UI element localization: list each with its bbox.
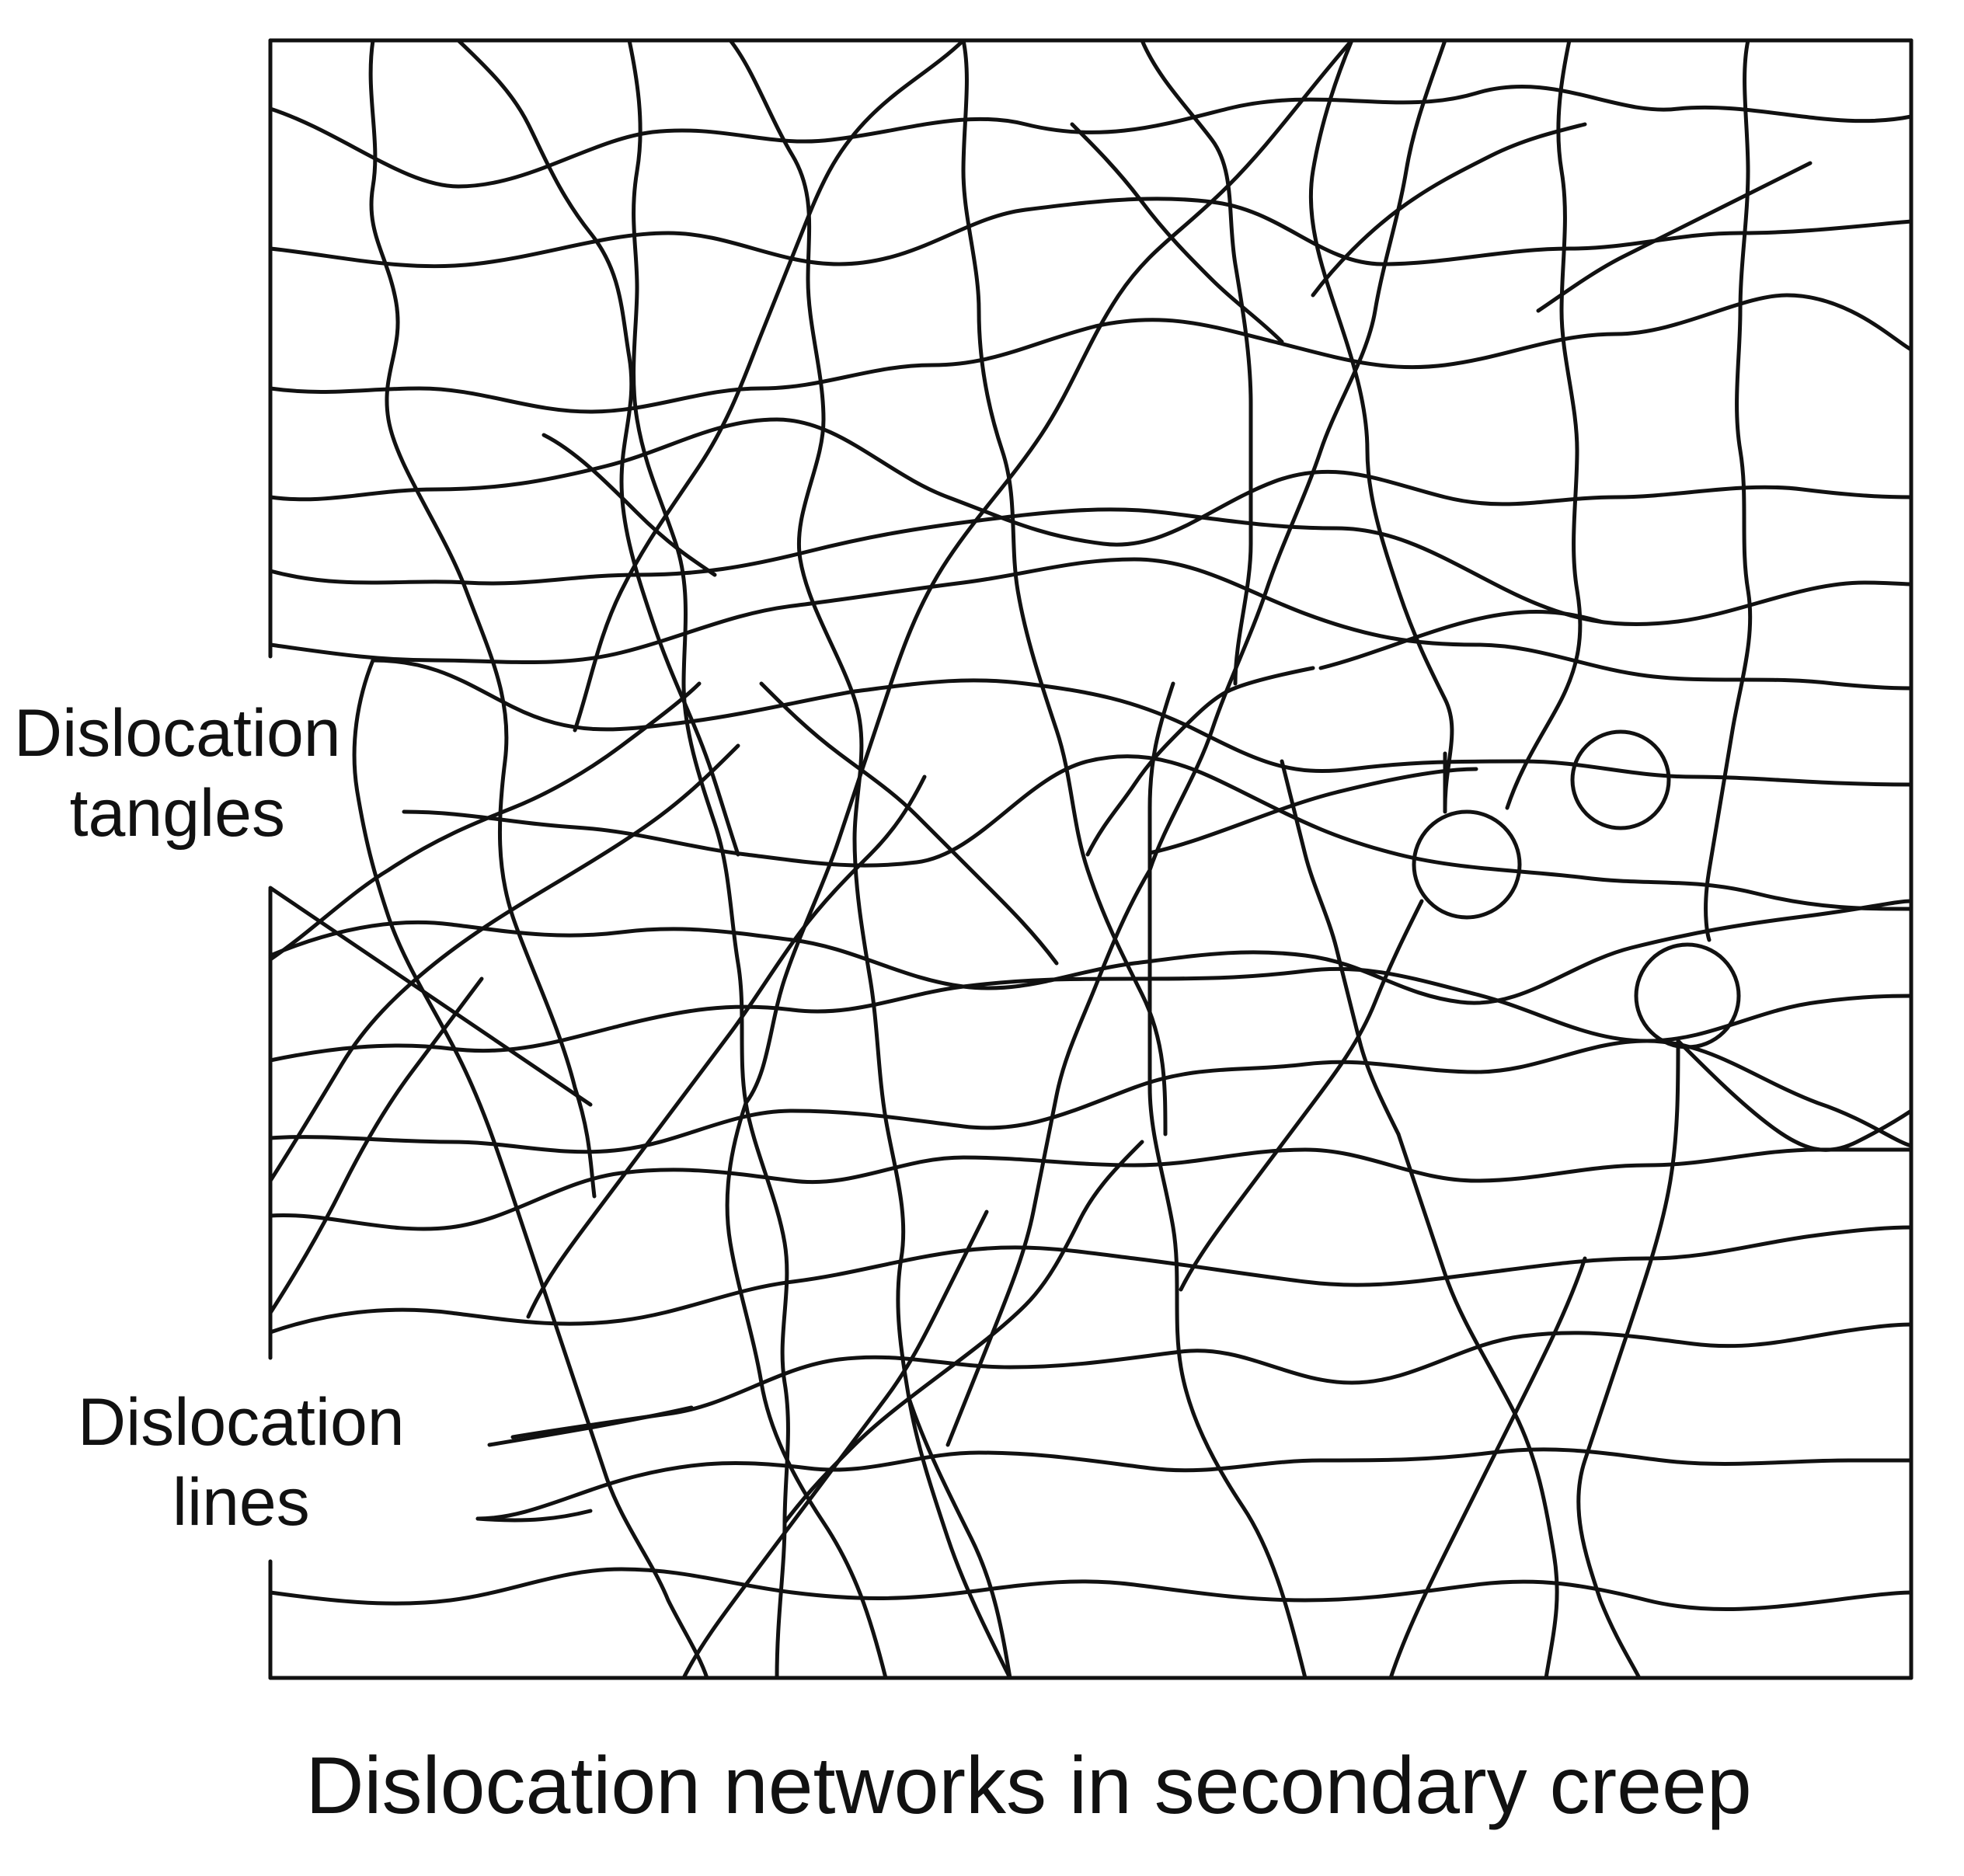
dislocation-line [759,681,1059,966]
dislocation-line [1085,666,1315,857]
dislocation-line [1388,1256,1587,1680]
dislocation-line [402,754,1914,911]
dislocation-line [1147,681,1308,1680]
vertical-dislocation-lines [352,38,1753,1680]
dislocation-line [945,868,1152,1447]
dislocation-line [1536,161,1813,313]
diagonal-dislocation-lines [268,38,1914,1680]
dislocation-line [1505,38,1583,810]
dislocation-line [961,38,1168,1136]
dislocation-lines-label-line1: Dislocation [78,1385,405,1460]
dislocation-line [268,976,484,1315]
dislocation-line [1308,38,1454,810]
dislocation-line [1676,1039,1914,1152]
dislocation-line [268,899,1914,1005]
dislocation-line [268,85,1914,189]
dislocation-line [1318,609,1603,670]
dislocation-line [456,38,740,857]
dislocation-line [1576,1039,1680,1680]
dislocation-line [368,38,597,1199]
dislocation-line [268,293,1914,414]
dislocation-lines-label-line2: lines [172,1465,310,1540]
dislocation-line [1140,38,1253,686]
dislocation-line [743,38,1354,1105]
dislocation-line [268,743,740,1183]
dislocation-line [526,774,927,1319]
dislocation-line [1311,122,1587,298]
dislocation-line [725,1101,888,1680]
dislocation-line [782,1140,1144,1525]
lines-leader-line-lower [475,1509,593,1523]
dislocation-line [268,1147,1914,1231]
dislocation-line [268,966,1914,1063]
dislocation-line [475,1447,1914,1521]
lines-leader-line-upper [487,1405,694,1447]
dislocation-line [1179,899,1424,1292]
dislocation-line [268,1225,1914,1335]
precipitate-particle [1570,729,1671,830]
dislocation-line [268,197,1914,269]
dislocation-tangles-label-line1: Dislocation [14,696,341,771]
dislocation-tangles-label-line2: tangles [69,776,285,851]
dislocation-line [268,681,702,962]
dislocation-line [681,1209,989,1680]
dislocation-line [1704,38,1753,942]
dislocation-line [352,658,709,1680]
dislocation-line [1280,759,1401,1136]
dislocation-tangles-label: Dislocation tangles [14,694,341,854]
dislocation-line [371,658,1914,787]
precipitate-particles [1412,729,1741,1049]
dislocation-line [907,1396,1012,1680]
figure-caption: Dislocation networks in secondary creep [305,1741,1752,1831]
callout-leader-lines [268,886,694,1523]
dislocation-line [510,1322,1914,1439]
dislocation-line [1147,767,1478,855]
dislocation-line [268,417,1914,547]
precipitate-particle [1634,942,1741,1049]
tangles-leader-line [268,886,593,1107]
precipitate-particle [1412,809,1522,920]
horizontal-dislocation-lines [268,85,1914,1612]
dislocation-line [541,433,717,577]
dislocation-line [1070,122,1284,344]
dislocation-line [268,1567,1914,1612]
dislocation-line [1147,38,1447,872]
dislocation-line [268,557,1914,691]
dislocation-line [268,1039,1914,1154]
dislocation-line [573,38,966,733]
dislocation-lines-label: Dislocation lines [78,1383,405,1543]
dislocation-line [268,507,1914,627]
dislocation-line [627,38,790,1680]
